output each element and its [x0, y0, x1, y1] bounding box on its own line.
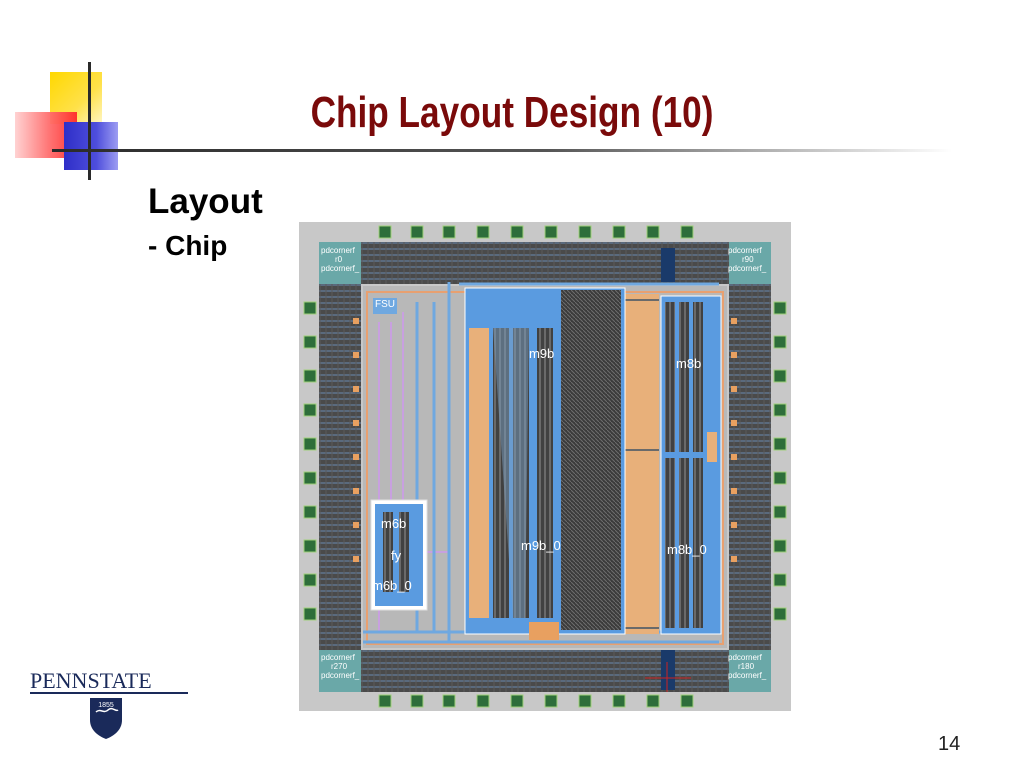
pennstate-year: 1855: [98, 702, 114, 709]
corner-text: r0: [335, 255, 343, 264]
block-label-fsu: FSU: [375, 299, 395, 310]
block-label-m8b: m8b: [676, 356, 702, 371]
decor-title-underline: [52, 149, 952, 152]
decor-blue-square: [64, 122, 118, 170]
corner-text: pdcornerf: [321, 246, 355, 255]
pennstate-logo: PENNSTATE 1855: [30, 664, 190, 744]
pennstate-shield-icon: 1855: [90, 698, 122, 739]
decor-vertical-line: [88, 62, 91, 180]
corner-text: pdcornerf: [728, 653, 762, 662]
right-pad-column: [729, 284, 787, 650]
block-label-m9b-0: m9b_0: [521, 538, 561, 553]
block-label-m6b: m6b: [381, 516, 407, 531]
bottom-pad-row: [359, 650, 729, 708]
corner-text: pdcornerf: [321, 653, 355, 662]
corner-text: pdcornerf_: [728, 264, 767, 273]
pennstate-wordmark: PENNSTATE: [30, 668, 152, 693]
block-label-m6b-0: m6b_0: [372, 578, 412, 593]
corner-text: pdcornerf_: [728, 671, 767, 680]
top-pad-row: [359, 225, 729, 284]
left-pad-column: [303, 284, 361, 650]
page-number: 14: [938, 733, 961, 755]
corner-text: r270: [331, 662, 348, 671]
corner-label-top-right: pdcornerf r90 pdcornerf_: [728, 246, 766, 273]
corner-text: pdcornerf_: [321, 671, 360, 680]
corner-label-bottom-left: pdcornerf r270 pdcornerf_: [321, 653, 359, 680]
corner-text: pdcornerf_: [321, 264, 360, 273]
corner-text: pdcornerf: [728, 246, 762, 255]
corner-label-top-left: pdcornerf r0 pdcornerf_: [321, 246, 359, 273]
slide-title: Chip Layout Design (10): [310, 88, 714, 137]
block-label-fy: fy: [391, 548, 402, 563]
subheading-chip: - Chip: [148, 230, 228, 261]
corner-text: r180: [738, 662, 755, 671]
chip-layout-drawing: [299, 222, 791, 711]
chip-layout-image: pdcornerf r0 pdcornerf_ pdcornerf r90 pd…: [299, 222, 791, 711]
corner-label-bottom-right: pdcornerf r180 pdcornerf_: [728, 653, 766, 680]
block-label-m8b-0: m8b_0: [667, 542, 707, 557]
block-label-m9b: m9b: [529, 346, 555, 361]
pennstate-underline: [30, 692, 188, 694]
heading-layout: Layout: [148, 182, 263, 221]
corner-text: r90: [742, 255, 754, 264]
